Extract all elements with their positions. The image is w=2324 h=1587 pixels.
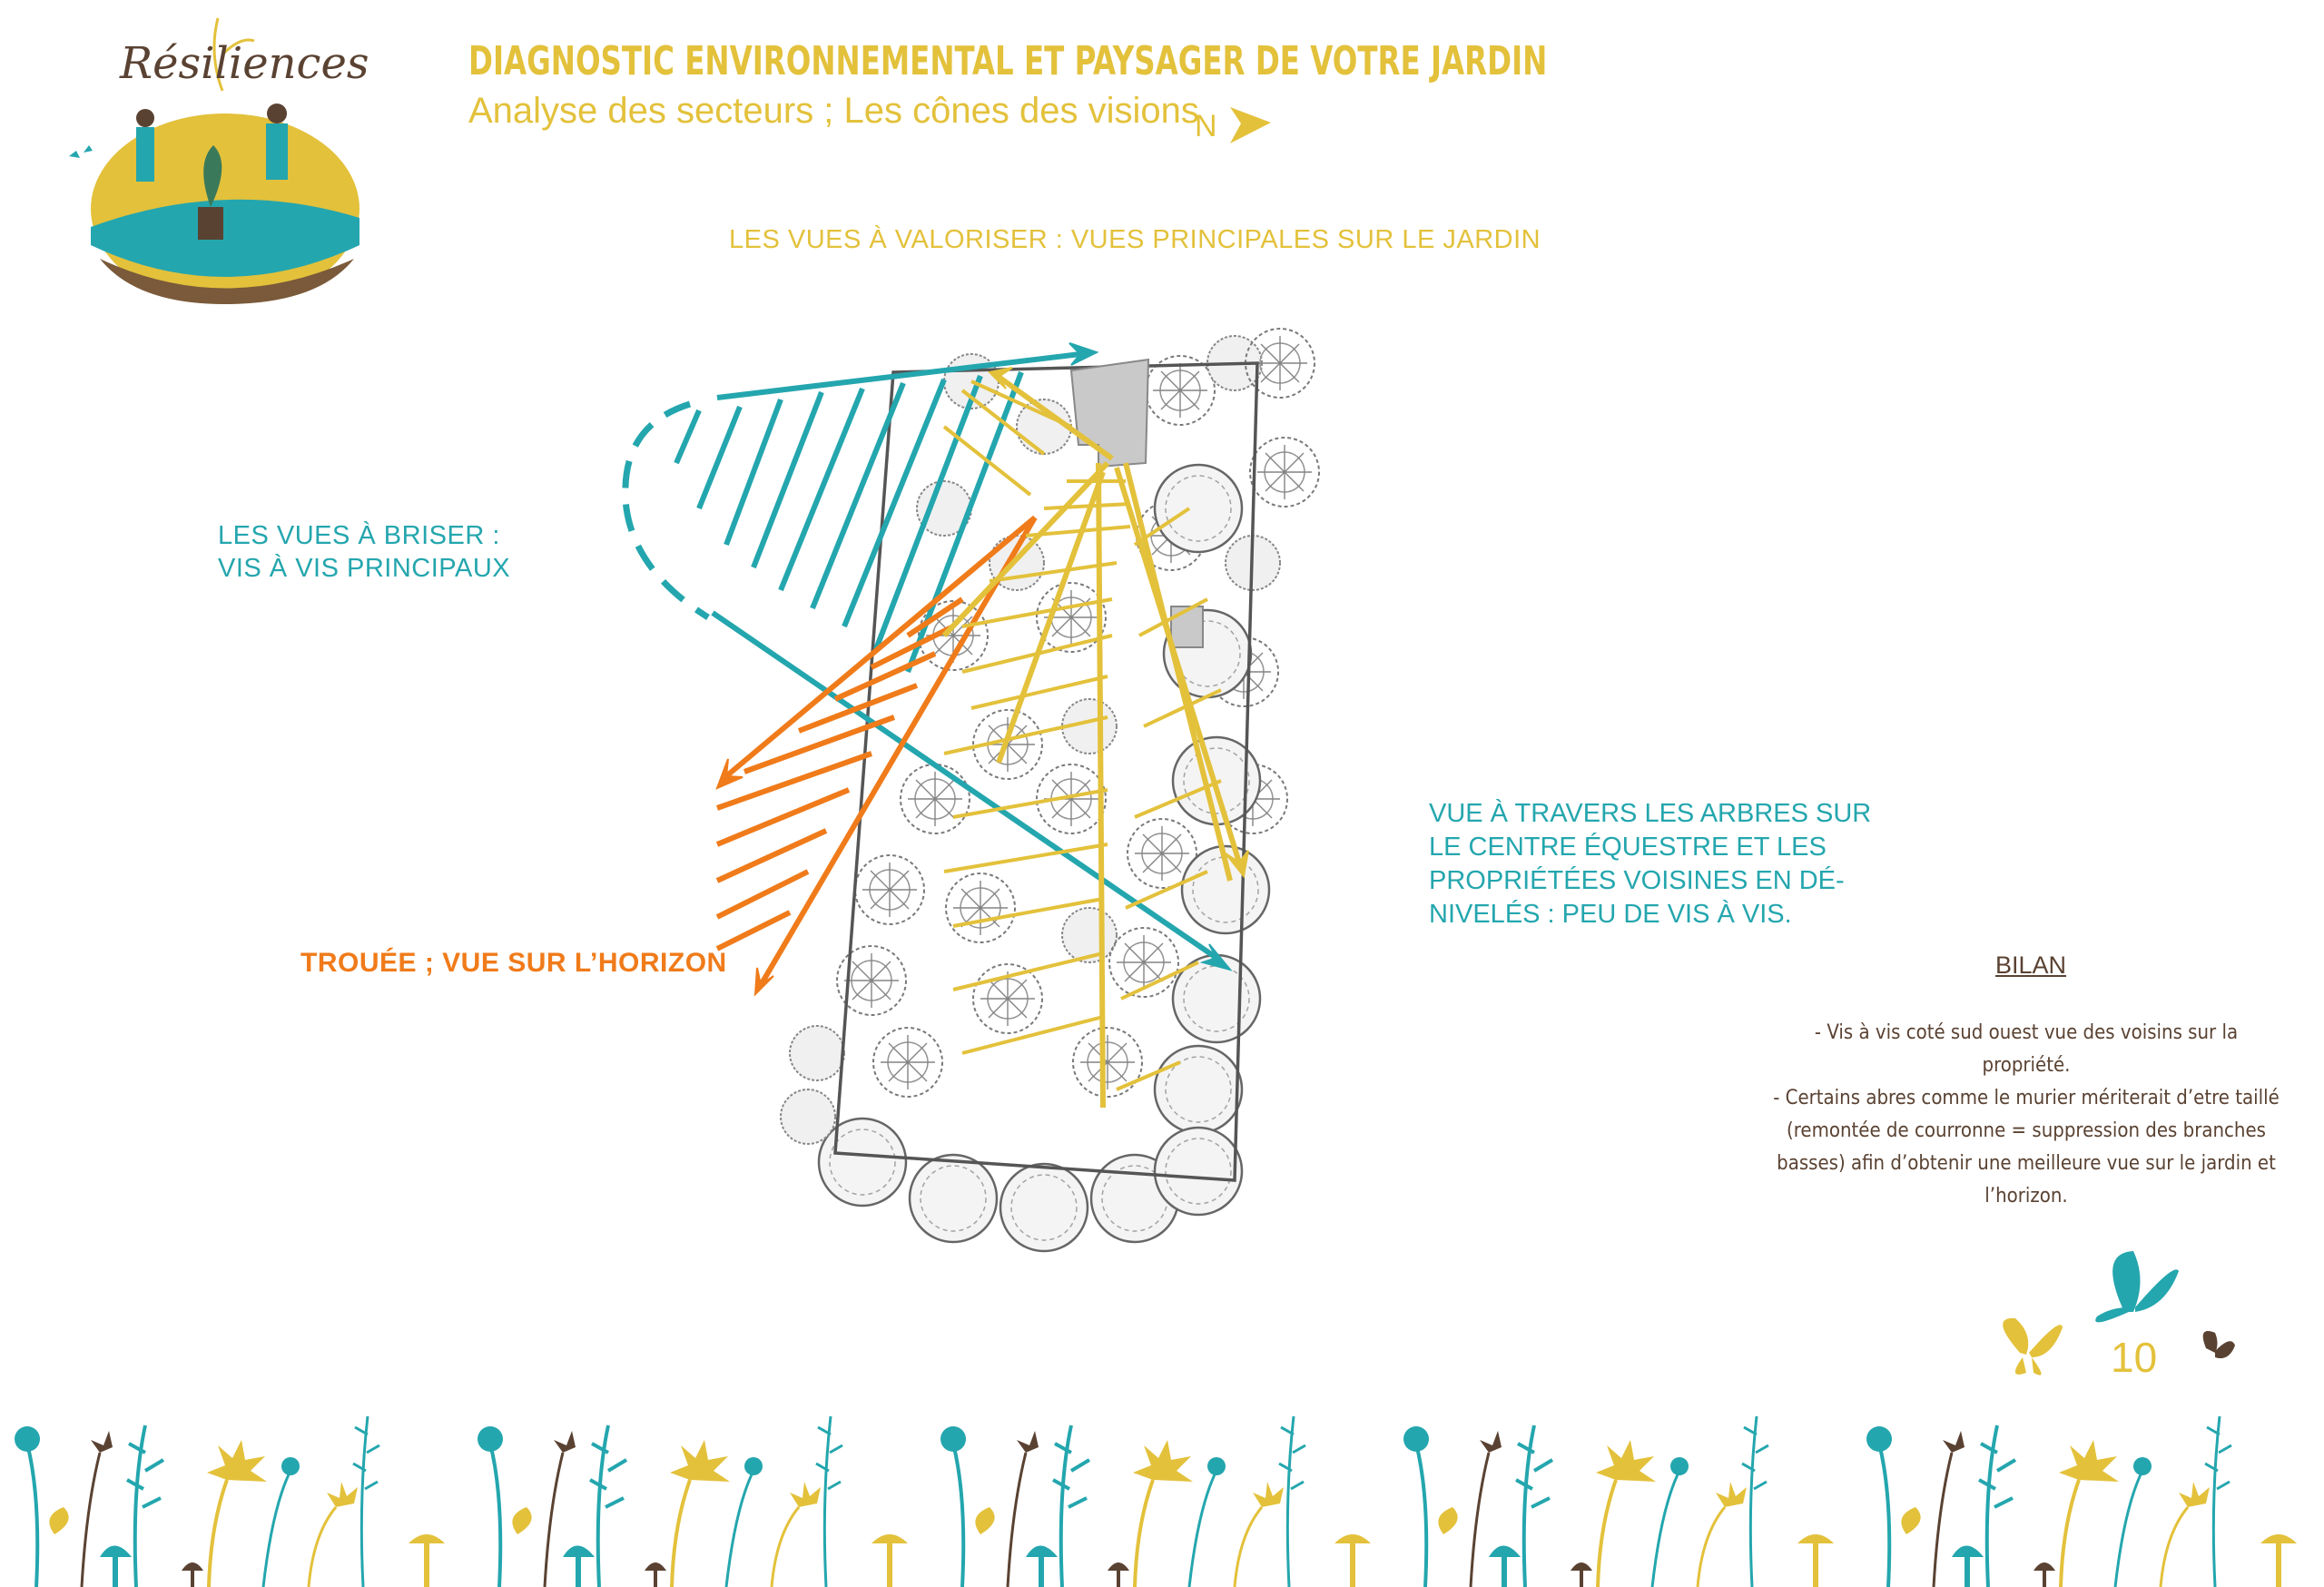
- bilan-line-5: l’horizon.: [1984, 1185, 2068, 1208]
- label-vues-valoriser: LES VUES À VALORISER : VUES PRINCIPALES …: [729, 225, 1541, 254]
- butterfly-gold-icon: [2003, 1317, 2063, 1375]
- garden-plan: [780, 328, 1320, 1253]
- orange-view-cone: [715, 515, 1038, 997]
- bilan-line-3: (remontée de courronne = suppression des…: [1787, 1119, 2266, 1142]
- logo-graphic: [69, 17, 359, 304]
- butterfly-brown-icon: [2202, 1331, 2235, 1359]
- label-vue-travers-3: PROPRIÉTÉES VOISINES EN DÉ-: [1429, 866, 1845, 895]
- bilan-line-2: - Certains abres comme le murier mériter…: [1773, 1087, 2280, 1109]
- bilan-text: - Vis à vis coté sud ouest vue des voisi…: [1772, 1017, 2280, 1213]
- flower-border: [15, 1414, 2299, 1587]
- label-vues-briser-1: LES VUES À BRISER :: [218, 521, 500, 550]
- bilan-line-1: - Vis à vis coté sud ouest vue des voisi…: [1814, 1021, 2239, 1077]
- bilan-title: BILAN: [1995, 951, 2067, 979]
- label-vue-travers-4: NIVELÉS : PEU DE VIS À VIS.: [1429, 900, 1792, 929]
- label-vue-travers: VUE À TRAVERS LES ARBRES SUR LE CENTRE É…: [1429, 797, 1871, 932]
- bilan-line-4: basses) afin d’obtenir une meilleure vue…: [1777, 1152, 2276, 1175]
- page-subtitle: Analyse des secteurs ; Les cônes des vis…: [468, 91, 1199, 131]
- label-vue-travers-2: LE CENTRE ÉQUESTRE ET LES: [1429, 833, 1827, 862]
- page-number: 10: [2111, 1334, 2158, 1381]
- butterfly-teal-icon: [2095, 1251, 2179, 1323]
- logo-text: Résiliences: [120, 38, 369, 89]
- north-arrow-icon: [1230, 107, 1271, 143]
- label-trouee: TROUÉE ; VUE SUR L’HORIZON: [300, 948, 727, 978]
- page-title: DIAGNOSTIC ENVIRONNEMENTAL ET PAYSAGER D…: [468, 38, 1548, 84]
- north-label: N: [1195, 109, 1217, 143]
- label-vue-travers-1: VUE À TRAVERS LES ARBRES SUR: [1429, 799, 1872, 828]
- label-vues-briser-2: VIS À VIS PRINCIPAUX: [218, 554, 511, 583]
- gold-view-cone: [941, 367, 1249, 1109]
